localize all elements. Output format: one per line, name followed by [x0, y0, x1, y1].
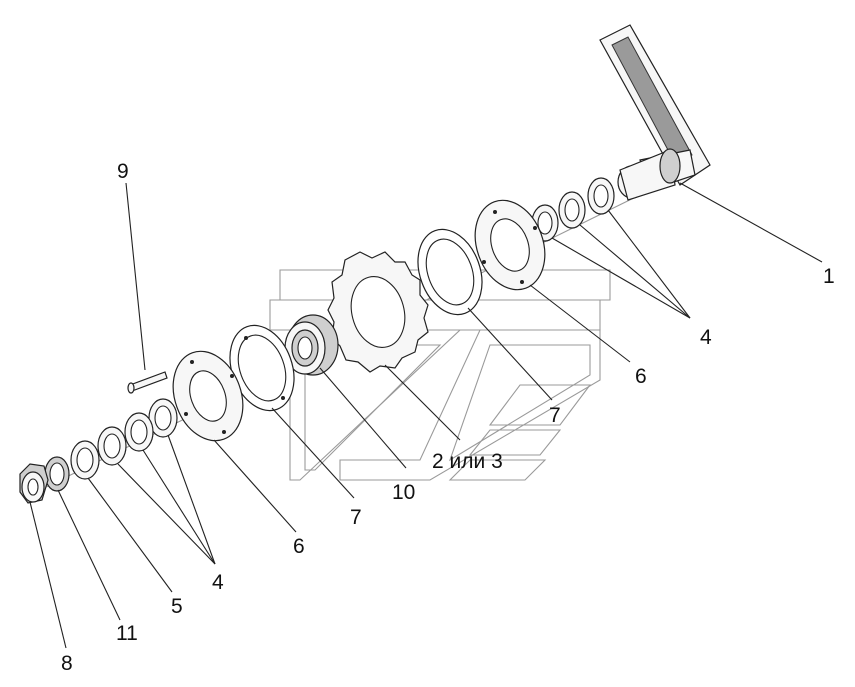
washer-5 [70, 440, 100, 480]
callout-2-or-3: 2 или 3 [432, 450, 503, 473]
callout-labels: 1 4 6 7 2 или 3 10 7 6 9 4 5 11 8 [61, 160, 835, 675]
lock-washer [44, 456, 70, 492]
washer-set-right [531, 177, 615, 242]
washer-set-left [97, 398, 178, 466]
gasket-left [229, 324, 295, 412]
callout-5: 5 [171, 595, 183, 618]
flange-left [172, 350, 244, 442]
callout-4-right: 4 [700, 326, 712, 349]
callout-1: 1 [823, 265, 835, 288]
callout-8: 8 [61, 652, 73, 675]
flange-right [474, 199, 546, 291]
callout-7-left: 7 [350, 506, 362, 529]
sprocket [327, 251, 429, 373]
bolt [127, 371, 168, 394]
callout-11: 11 [116, 622, 138, 645]
callout-10: 10 [392, 481, 415, 504]
callout-9: 9 [117, 160, 129, 183]
shaft-part [599, 24, 711, 201]
callout-6-right: 6 [635, 365, 647, 388]
leader-lines [29, 182, 823, 649]
nut [19, 463, 49, 504]
bearing [284, 314, 339, 376]
callout-7-right: 7 [549, 404, 561, 427]
callout-4-left: 4 [212, 571, 224, 594]
callout-6-left: 6 [293, 535, 305, 558]
gasket-right [417, 228, 483, 316]
